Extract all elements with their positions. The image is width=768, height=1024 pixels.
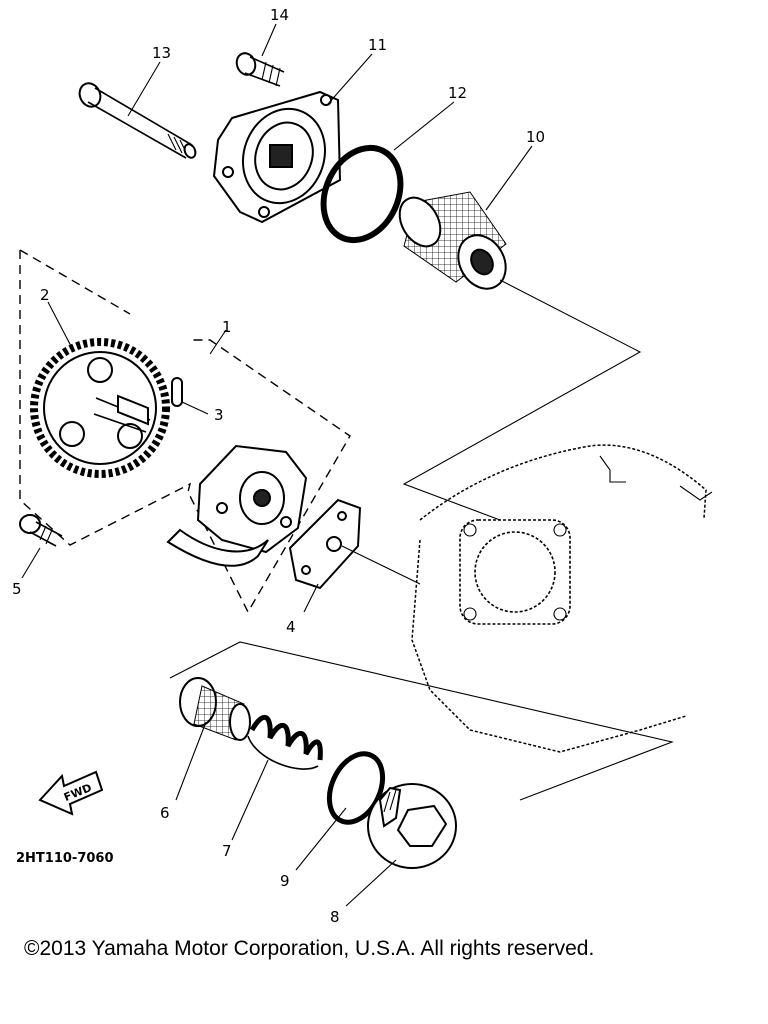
callout-2: 2: [40, 286, 50, 304]
copyright-notice: ©2013 Yamaha Motor Corporation, U.S.A. A…: [24, 937, 595, 960]
callout-9: 9: [280, 872, 290, 890]
callout-11: 11: [368, 36, 387, 54]
callout-3: 3: [214, 406, 224, 424]
part-14-short-bolt: [235, 52, 285, 87]
part-3-pin: [171, 377, 183, 407]
part-10-oil-filter: [398, 191, 507, 290]
callout-leaders: [21, 23, 533, 907]
part-4-gasket: [288, 498, 362, 590]
part-6-strainer: [179, 677, 251, 741]
part-11-filter-cover: [212, 90, 342, 224]
part-8-drain-plug: [367, 783, 457, 869]
callout-14: 14: [270, 6, 289, 24]
callout-6: 6: [160, 804, 170, 822]
part-1-oil-pump-assembly-boundary: [19, 249, 351, 614]
callout-7: 7: [222, 842, 232, 860]
callout-labels: 1 2 3 4 5 6 7 8 9 10 11 12 13 14: [12, 6, 545, 926]
callout-8: 8: [330, 908, 340, 926]
callout-13: 13: [152, 44, 171, 62]
callout-1: 1: [222, 318, 232, 336]
part-2-drive-gear: [30, 338, 170, 478]
part-5-screw: [19, 514, 63, 547]
part-13-long-bolt: [78, 82, 197, 159]
part-12-o-ring: [320, 144, 404, 244]
callout-10: 10: [526, 128, 545, 146]
part-7-spring: [247, 715, 323, 770]
callout-12: 12: [448, 84, 467, 102]
callout-5: 5: [12, 580, 22, 598]
crankcase-outline: [411, 444, 713, 753]
callout-4: 4: [286, 618, 296, 636]
diagram-code: 2HT110-7060: [16, 851, 114, 866]
leader-frames: [169, 279, 674, 801]
oil-pump-body: [166, 444, 308, 567]
fwd-arrow-icon: FWD: [38, 770, 104, 816]
